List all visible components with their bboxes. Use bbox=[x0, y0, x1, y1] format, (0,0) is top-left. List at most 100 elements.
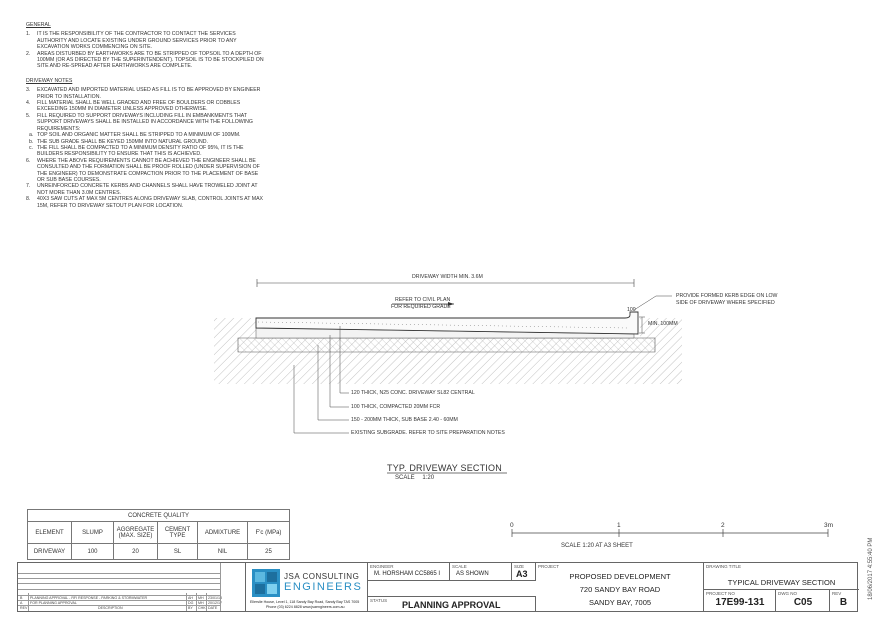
scale-cell: SCALE AS SHOWN bbox=[450, 563, 512, 581]
desc-header: DESCRIPTION bbox=[98, 606, 123, 610]
size-cell: SIZE A3 bbox=[512, 563, 536, 581]
table-cell: DRIVEWAY bbox=[27, 543, 72, 560]
date-stamp: 18/06/2017 4:55:40 PM bbox=[868, 537, 874, 600]
by-header: BY bbox=[188, 606, 193, 610]
general-heading: GENERAL bbox=[26, 22, 51, 28]
status-label: STATUS bbox=[370, 598, 388, 603]
note-number: 3. bbox=[26, 87, 31, 94]
revision-chk: MH bbox=[198, 601, 204, 605]
company-address: Ellerslie House, Level 1, 118 Sandy Bay … bbox=[250, 600, 360, 604]
rev-cell: REV B bbox=[830, 590, 857, 611]
callout-fcr: 100 THICK, COMPACTED 20mm FCR bbox=[351, 404, 441, 410]
size-label: SIZE bbox=[514, 564, 525, 569]
revision-rev: B bbox=[20, 596, 23, 600]
note-item: c.THE FILL SHALL BE COMPACTED TO A MINIM… bbox=[29, 145, 266, 158]
concrete-slab bbox=[255, 311, 639, 335]
project-no-value: 17E99-131 bbox=[715, 597, 765, 608]
project-no-label: PROJECT NO bbox=[706, 591, 735, 596]
revision-row: B PLANNING APPROVAL - RFI RESPONSE - PAR… bbox=[18, 595, 222, 600]
section-scale-label: SCALE bbox=[395, 475, 415, 481]
revision-header-row: REV DESCRIPTION BY CHK DATE bbox=[18, 605, 220, 610]
note-text: 40x3 SAW CUTS AT MAX 5m CENTRES ALONG DR… bbox=[37, 196, 263, 209]
revision-desc: FOR PLANNING APPROVAL bbox=[30, 601, 77, 605]
table-header-cell: CEMENT TYPE bbox=[157, 521, 198, 544]
size-value: A3 bbox=[516, 569, 528, 579]
section-scale-value: 1:20 bbox=[422, 475, 435, 481]
dwg-no-cell: DWG NO C05 bbox=[776, 590, 830, 611]
revision-date: 23/01/18 bbox=[208, 596, 222, 600]
project-line: PROPOSED DEVELOPMENT bbox=[569, 572, 671, 581]
ground-right bbox=[640, 318, 682, 375]
note-item: 6.WHERE THE ABOVE REQUIREMENTS CANNOT BE… bbox=[26, 158, 266, 184]
company-block: JSA CONSULTING ENGINEERS Ellerslie House… bbox=[246, 563, 368, 611]
driveway-more-notes-list: 6.WHERE THE ABOVE REQUIREMENTS CANNOT BE… bbox=[26, 158, 266, 209]
revision-chk: MH bbox=[198, 596, 204, 600]
note-text: THE SUB GRADE SHALL BE KEYED 150MM INTO … bbox=[37, 138, 208, 145]
project-line: 720 SANDY BAY ROAD bbox=[579, 585, 661, 594]
date-header: DATE bbox=[208, 606, 218, 610]
company-contact: Phone (03) 6224 8828 www.jsaengineers.co… bbox=[266, 605, 345, 609]
callout-leader-4 bbox=[293, 365, 349, 434]
note-number: 5. bbox=[26, 112, 31, 119]
table-cell: 100 bbox=[71, 543, 114, 560]
note-item: 1. IT IS THE RESPONSIBILITY OF THE CONTRA… bbox=[26, 31, 266, 50]
note-number: 8. bbox=[26, 196, 31, 203]
status-value: PLANNING APPROVAL bbox=[402, 600, 501, 610]
note-number: 2. bbox=[26, 50, 31, 57]
engineer-label: ENGINEER bbox=[370, 564, 394, 569]
note-number: a. bbox=[29, 132, 34, 139]
table-header-cell: SLUMP bbox=[71, 521, 114, 544]
drawing-title-cell: DRAWING TITLE TYPICAL DRIVEWAY SECTION bbox=[704, 563, 859, 590]
civil-label-2: FOR REQUIRED GRADE bbox=[391, 304, 451, 310]
ground-left bbox=[214, 318, 256, 375]
note-number: 6. bbox=[26, 157, 31, 164]
revision-rev: A bbox=[20, 601, 23, 605]
drawing-title-label: DRAWING TITLE bbox=[706, 564, 742, 569]
callout-leader-2 bbox=[329, 335, 349, 408]
concrete-quality-table: CONCRETE QUALITY ELEMENT SLUMP AGGREGATE… bbox=[27, 509, 290, 560]
concrete-table-caption: CONCRETE QUALITY bbox=[27, 509, 290, 522]
drawing-title-value: TYPICAL DRIVEWAY SECTION bbox=[727, 578, 836, 587]
note-item: 5.FILL REQUIRED TO SUPPORT DRIVEWAYS INC… bbox=[26, 113, 266, 132]
driveway-heading: DRIVEWAY NOTES bbox=[26, 77, 73, 84]
table-header-cell: F'c (MPa) bbox=[247, 521, 290, 544]
callout-concrete: 120 THICK, N25 CONC. DRIVEWAY SL82 CENTR… bbox=[351, 390, 475, 396]
note-text: FILL MATERIAL SHALL BE WELL GRADED AND F… bbox=[37, 100, 241, 113]
callout-leader-3 bbox=[317, 345, 349, 421]
engineer-value: M. HORSHAM CC5865 I bbox=[374, 571, 441, 577]
rev-header: REV bbox=[20, 606, 28, 610]
dwg-no-label: DWG NO bbox=[778, 591, 797, 596]
title-block: B PLANNING APPROVAL - RFI RESPONSE - PAR… bbox=[17, 562, 859, 612]
kerb-dimension: 100 bbox=[627, 307, 636, 313]
note-number: 4. bbox=[26, 100, 31, 107]
note-number: 7. bbox=[26, 183, 31, 190]
callout-sub-base: 150 - 200mm THICK, SUB BASE 2.40 - 60mm bbox=[351, 417, 458, 423]
chk-header: CHK bbox=[198, 606, 206, 610]
note-text: TOP SOIL AND ORGANIC MATTER SHALL BE STR… bbox=[37, 132, 241, 139]
rev-label: REV bbox=[832, 591, 842, 596]
table-header-cell: ELEMENT bbox=[27, 521, 72, 544]
note-item: 2.AREAS DISTURBED BY EARTHWORKS ARE TO B… bbox=[26, 51, 266, 70]
sub-base-layer bbox=[237, 337, 656, 353]
scale-bar-caption: SCALE 1:20 AT A3 SHEET bbox=[561, 543, 633, 549]
note-item: 7.UNREINFORCED CONCRETE KERBS AND CHANNE… bbox=[26, 183, 266, 196]
note-item: b.THE SUB GRADE SHALL BE KEYED 150MM INT… bbox=[29, 139, 266, 145]
driveway-sub-notes-list: a.TOP SOIL AND ORGANIC MATTER SHALL BE S… bbox=[26, 132, 266, 158]
revision-desc: PLANNING APPROVAL - RFI RESPONSE - PARKI… bbox=[30, 596, 148, 600]
callout-subgrade: EXISTING SUBGRADE. REFER TO SITE PREPARA… bbox=[351, 430, 505, 436]
min-depth-label: MIN. 100mm bbox=[648, 321, 678, 327]
company-logo-icon bbox=[252, 569, 280, 597]
scale-tick-0: 0 bbox=[510, 522, 514, 529]
note-number: 1. bbox=[26, 31, 31, 38]
rev-value: B bbox=[839, 597, 848, 608]
table-header-cell: ADMIXTURE bbox=[197, 521, 248, 544]
note-text: IT IS THE RESPONSIBILITY OF THE CONTRACT… bbox=[37, 31, 237, 51]
kerb-note-2: SIDE OF DRIVEWAY WHERE SPECIFIED bbox=[676, 300, 775, 306]
kerb-note-1: PROVIDE FORMED KERB EDGE ON LOW bbox=[676, 293, 778, 299]
engineer-cell: ENGINEER M. HORSHAM CC5865 I bbox=[368, 563, 450, 581]
notes-block: GENERAL 1. IT IS THE RESPONSIBILITY OF TH… bbox=[26, 22, 266, 209]
note-text: THE FILL SHALL BE COMPACTED TO A MINIMUM… bbox=[37, 144, 244, 158]
general-notes-list: 1. IT IS THE RESPONSIBILITY OF THE CONTRA… bbox=[26, 31, 266, 69]
project-no-cell: PROJECT NO 17E99-131 bbox=[704, 590, 776, 611]
